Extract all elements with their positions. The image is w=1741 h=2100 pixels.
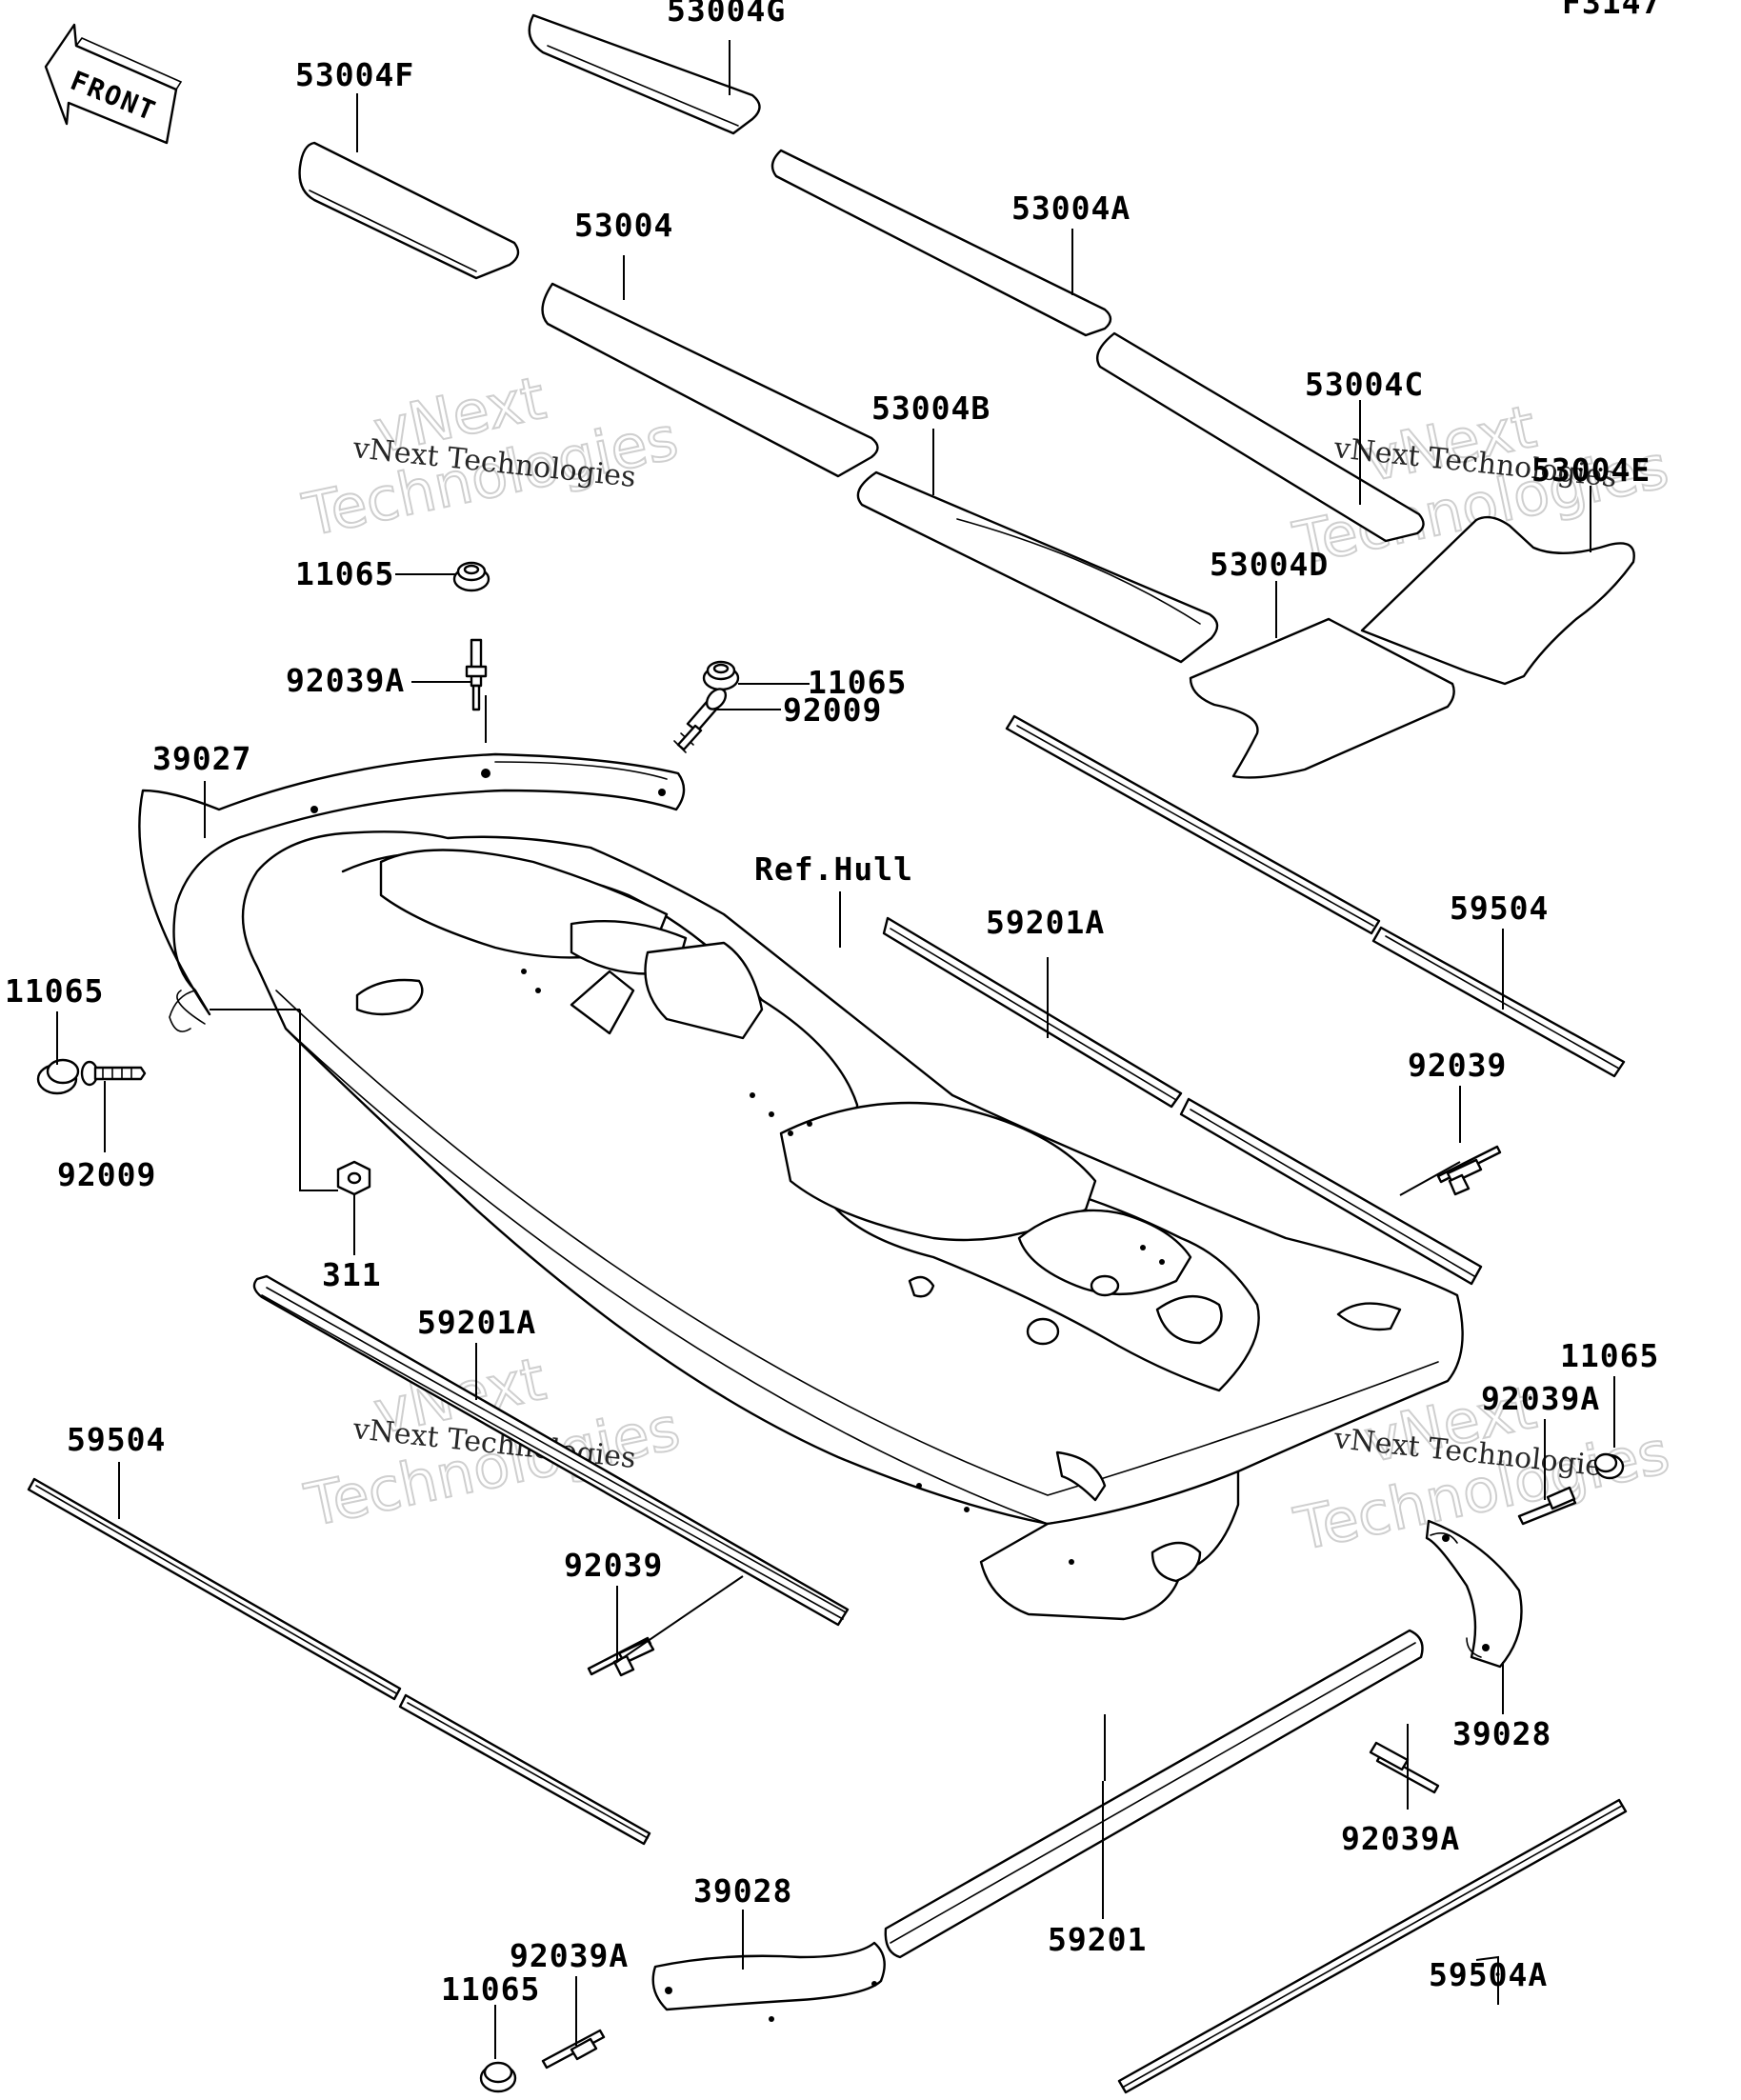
mat-53004c (1095, 331, 1425, 543)
label-92039a-right[interactable]: 92039A (1481, 1380, 1600, 1417)
front-arrow-icon: FRONT (44, 23, 183, 145)
label-53004e[interactable]: 53004E (1531, 451, 1651, 489)
label-59504-top[interactable]: 59504 (1450, 890, 1549, 927)
leader-lines (56, 40, 1615, 2059)
bumper-39028-right (1425, 1519, 1523, 1669)
mat-53004b (856, 470, 1219, 664)
rivet-92039a-bottom-right-icon (1369, 1741, 1440, 1794)
grommet-11065-right-icon (1593, 1452, 1625, 1480)
part-labels: 53004G 53004F 53004A 53004 53004C 53004B… (5, 0, 1659, 2008)
label-39028-right[interactable]: 39028 (1452, 1715, 1551, 1752)
mat-53004d (1189, 617, 1455, 779)
watermark-top-left: vNext Technologies (296, 362, 685, 550)
mat-53004g (528, 13, 761, 135)
label-11065-top[interactable]: 11065 (295, 555, 394, 592)
grommet-11065-b-icon (702, 660, 740, 691)
mat-53004a (770, 149, 1112, 337)
label-11065-b[interactable]: 11065 (808, 664, 907, 701)
bumper-39028-bottom (651, 1941, 886, 2022)
bumper-39027 (138, 752, 686, 1032)
label-11065-bottom[interactable]: 11065 (441, 1970, 540, 2008)
label-59504a[interactable]: 59504A (1429, 1956, 1548, 1993)
label-92039-right[interactable]: 92039 (1408, 1047, 1507, 1084)
hull-ref (241, 830, 1464, 1621)
rail-59504-left (27, 1477, 651, 1846)
label-59504-left[interactable]: 59504 (67, 1421, 166, 1458)
mat-53004f (298, 141, 520, 280)
label-59201a-right[interactable]: 59201A (986, 904, 1105, 941)
grommet-11065-top-icon (452, 561, 490, 592)
label-92009-left[interactable]: 92009 (57, 1156, 156, 1193)
label-ref-hull[interactable]: Ref.Hull (754, 850, 913, 888)
grommet-11065-left-icon (36, 1058, 80, 1095)
rivet-92039a-top-icon (465, 638, 488, 711)
nut-311-icon (336, 1160, 371, 1196)
label-92009-top[interactable]: 92009 (783, 691, 882, 729)
label-53004a[interactable]: 53004A (1011, 190, 1131, 227)
rivet-92039-left-icon (587, 1636, 655, 1677)
label-39028-bottom[interactable]: 39028 (693, 1872, 792, 1910)
rivet-92039-right-icon (1436, 1145, 1502, 1196)
rail-59201a-right (882, 916, 1483, 1286)
label-53004c[interactable]: 53004C (1305, 366, 1424, 403)
grommet-11065-bottom-icon (479, 2061, 517, 2093)
diagram-code: F3147 (1562, 0, 1661, 21)
rivet-92039a-right-icon (1517, 1486, 1577, 1526)
label-311[interactable]: 311 (322, 1256, 382, 1293)
label-92039a-top[interactable]: 92039A (286, 662, 405, 699)
label-53004f[interactable]: 53004F (295, 56, 414, 93)
label-39027[interactable]: 39027 (152, 740, 251, 777)
label-92039a-bottom-left[interactable]: 92039A (510, 1937, 629, 1974)
rail-59504a (1117, 1798, 1628, 2094)
mat-53004e (1360, 515, 1635, 686)
label-92039-left[interactable]: 92039 (564, 1547, 663, 1584)
label-53004d[interactable]: 53004D (1210, 546, 1329, 583)
label-53004[interactable]: 53004 (574, 207, 673, 244)
screw-92009-top-icon (673, 688, 728, 753)
label-59201[interactable]: 59201 (1048, 1921, 1147, 1958)
rail-59504-top (1005, 714, 1626, 1078)
rail-59201 (884, 1629, 1424, 1959)
label-11065-right[interactable]: 11065 (1560, 1337, 1659, 1374)
rivet-92039a-bottom-left-icon (541, 2029, 606, 2070)
screw-92009-left-icon (80, 1060, 147, 1087)
label-59201a-left[interactable]: 59201A (417, 1304, 536, 1341)
label-11065-left[interactable]: 11065 (5, 972, 104, 1010)
label-53004b[interactable]: 53004B (871, 390, 991, 427)
rail-59201a-left (252, 1274, 850, 1627)
mat-53004 (541, 282, 879, 478)
label-53004g[interactable]: 53004G (667, 0, 786, 29)
label-92039a-bottom-right[interactable]: 92039A (1341, 1820, 1460, 1857)
